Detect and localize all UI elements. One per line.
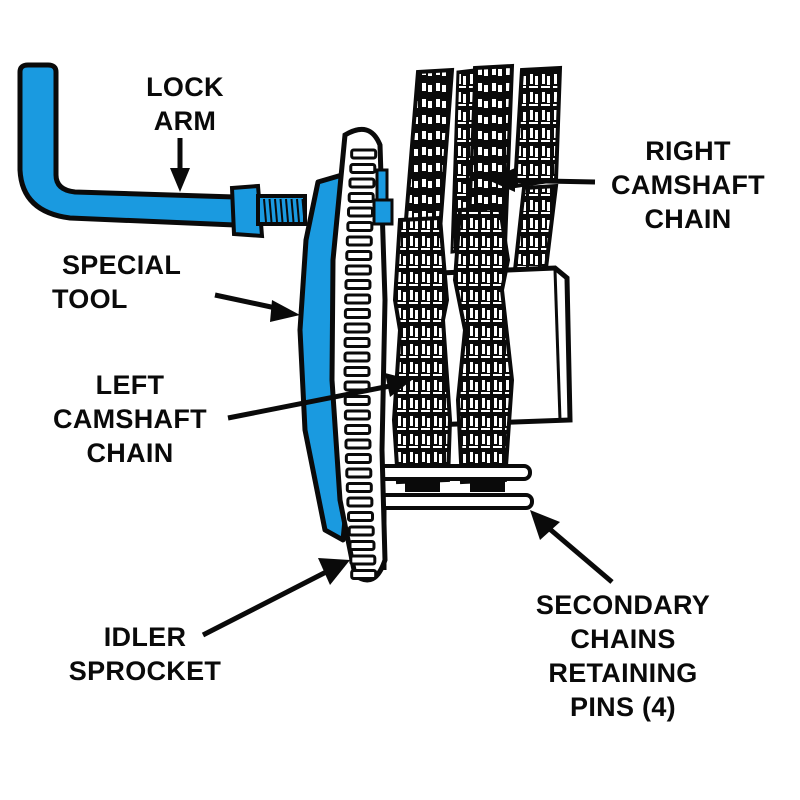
sprocket-tooth <box>347 192 375 203</box>
bolt-thread <box>296 198 300 223</box>
idler-sprocket <box>329 126 388 583</box>
arrow-idler-sprocket <box>201 558 350 638</box>
bolt-thread <box>285 198 289 223</box>
sprocket-tooth <box>343 366 371 377</box>
sprocket-tooth <box>344 293 372 305</box>
label-left-camshaft-chain: LEFT CAMSHAFT CHAIN <box>53 370 207 468</box>
label-right-camshaft-chain: RIGHT CAMSHAFT CHAIN <box>611 136 765 234</box>
retaining-pins <box>376 464 534 570</box>
sprocket-tooth <box>345 467 373 479</box>
sprocket-tooth <box>344 438 372 450</box>
lock-arm <box>17 62 307 239</box>
arrow-left-camshaft-chain <box>227 373 412 421</box>
sprocket-tooth <box>350 569 378 580</box>
sprocket-tooth <box>346 496 374 508</box>
left-camshaft-chain-upper <box>402 67 455 235</box>
sprocket-tooth <box>343 395 371 406</box>
label-secondary-chains-retaining-pins: SECONDARY CHAINS RETAINING PINS (4) <box>535 590 711 722</box>
sprocket-tooth <box>343 351 371 363</box>
bolt-thread <box>263 198 267 223</box>
bolt-thread <box>274 198 278 223</box>
sprocket-tooth <box>344 424 372 435</box>
sprocket-tooth <box>343 409 371 421</box>
label-special-tool: SPECIAL TOOL <box>52 250 182 314</box>
sprocket-tooth <box>343 308 371 319</box>
sprocket-tooth <box>349 554 377 566</box>
sprocket-tooth <box>344 264 372 276</box>
sprocket-tooth <box>345 250 373 261</box>
bolt-thread <box>290 198 295 223</box>
sprocket-tooth <box>345 482 373 493</box>
bolt-thread <box>301 198 306 223</box>
sprocket-tooth <box>349 163 377 174</box>
right-camshaft-chain-lower <box>452 205 515 485</box>
sprocket-tooth <box>350 148 378 160</box>
arrow-retaining-pins <box>530 510 614 584</box>
arrow-right-camshaft-chain <box>488 168 596 192</box>
arrow-special-tool <box>214 292 300 322</box>
sprocket-tooth <box>347 525 375 537</box>
sprocket-tooth <box>344 453 372 464</box>
bolt-thread <box>268 198 273 223</box>
sprocket-tooth <box>344 279 372 290</box>
left-camshaft-chain <box>391 215 453 485</box>
label-lock-arm: LOCK ARM <box>146 72 224 136</box>
sprocket-tooth <box>347 511 375 522</box>
sprocket-tooth <box>345 235 373 247</box>
sprocket-tooth <box>348 540 376 551</box>
sprocket-tooth <box>346 206 374 218</box>
sprocket-tooth <box>348 177 376 189</box>
arrow-lock-arm <box>170 138 190 192</box>
sprocket-tooth <box>343 337 371 348</box>
bolt-thread <box>279 198 284 223</box>
label-idler-sprocket: IDLER SPROCKET <box>68 622 222 686</box>
sprocket-tooth <box>343 322 371 334</box>
lock-tab <box>372 168 394 226</box>
sprocket-tooth <box>346 221 374 232</box>
